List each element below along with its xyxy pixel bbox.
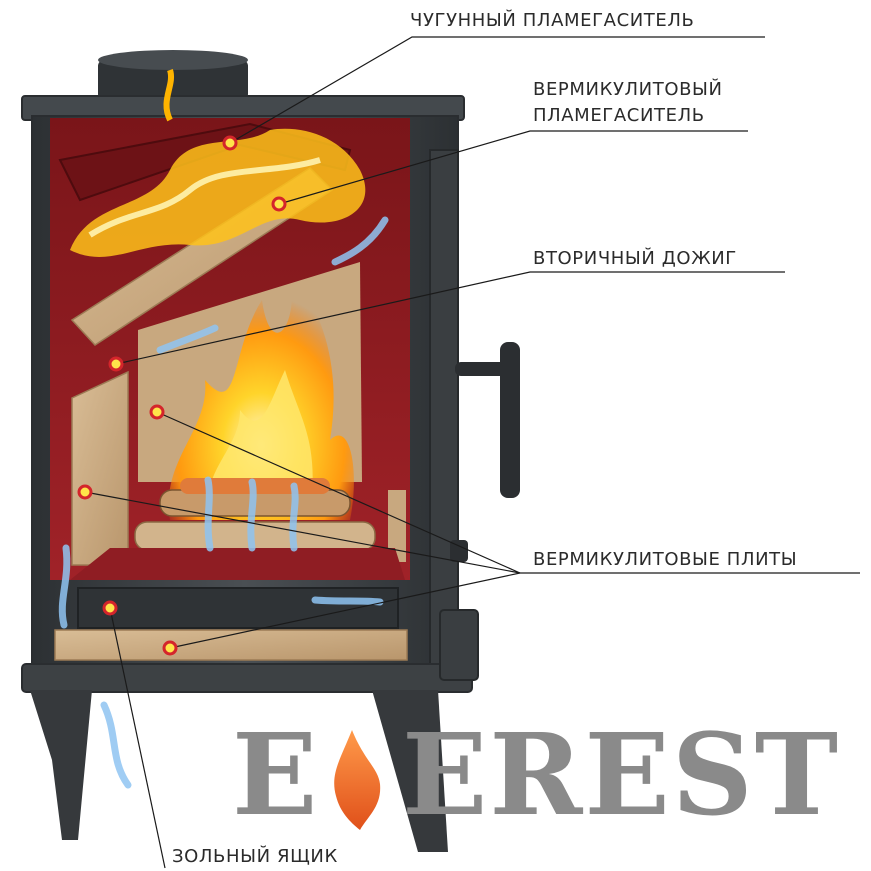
marker-dot bbox=[271, 196, 287, 212]
everest-logo: E EREST bbox=[232, 712, 840, 832]
leader-plates-3 bbox=[169, 572, 860, 649]
air-arrow bbox=[331, 216, 389, 266]
marker-dot bbox=[162, 640, 178, 656]
air-arrow bbox=[58, 544, 71, 629]
right-vermiculite-plate bbox=[388, 490, 406, 562]
bottom-vermiculite-plate bbox=[54, 629, 408, 661]
leader-plates-2 bbox=[84, 491, 521, 574]
left-vermiculite-plate bbox=[71, 370, 129, 566]
ash-box bbox=[77, 587, 399, 629]
air-arrow bbox=[311, 596, 384, 606]
marker-dot bbox=[149, 404, 165, 420]
marker-dot bbox=[108, 356, 124, 372]
label-vermiculite-baffle-line2: ПЛАМЕГАСИТЕЛЬ bbox=[533, 105, 705, 126]
brand-rest: EREST bbox=[402, 712, 840, 832]
air-flow-arrows bbox=[58, 216, 389, 789]
leader-secondary-combustion bbox=[115, 271, 785, 365]
side-door bbox=[429, 149, 520, 671]
brand-flame-icon bbox=[334, 730, 381, 830]
leader-ash-box bbox=[109, 607, 166, 869]
leader-lines bbox=[84, 36, 860, 869]
marker-dot bbox=[102, 600, 118, 616]
marker-dot bbox=[77, 484, 93, 500]
air-arrow bbox=[100, 701, 132, 789]
label-secondary-combustion: ВТОРИЧНЫЙ ДОЖИГ bbox=[533, 248, 737, 269]
hearth-floor bbox=[70, 548, 405, 580]
label-cast-iron-baffle: ЧУГУННЫЙ ПЛАМЕГАСИТЕЛЬ bbox=[410, 10, 695, 31]
air-arrow bbox=[204, 476, 214, 552]
marker-dot bbox=[222, 135, 238, 151]
brand-first-letter: E bbox=[232, 712, 319, 832]
label-vermiculite-baffle-line1: ВЕРМИКУЛИТОВЫЙ bbox=[533, 79, 723, 100]
air-arrow bbox=[156, 324, 219, 354]
label-vermiculite-plates: ВЕРМИКУЛИТОВЫЕ ПЛИТЫ bbox=[533, 549, 798, 570]
markers bbox=[77, 135, 287, 656]
leader-cast-iron-baffle bbox=[229, 36, 765, 144]
air-arrow bbox=[247, 478, 257, 552]
leader-plates-1 bbox=[156, 411, 521, 574]
air-arrow bbox=[289, 482, 299, 552]
stove-base bbox=[21, 609, 479, 852]
leader-vermiculite-baffle bbox=[278, 130, 748, 205]
label-ash-box: ЗОЛЬНЫЙ ЯЩИК bbox=[172, 846, 338, 867]
